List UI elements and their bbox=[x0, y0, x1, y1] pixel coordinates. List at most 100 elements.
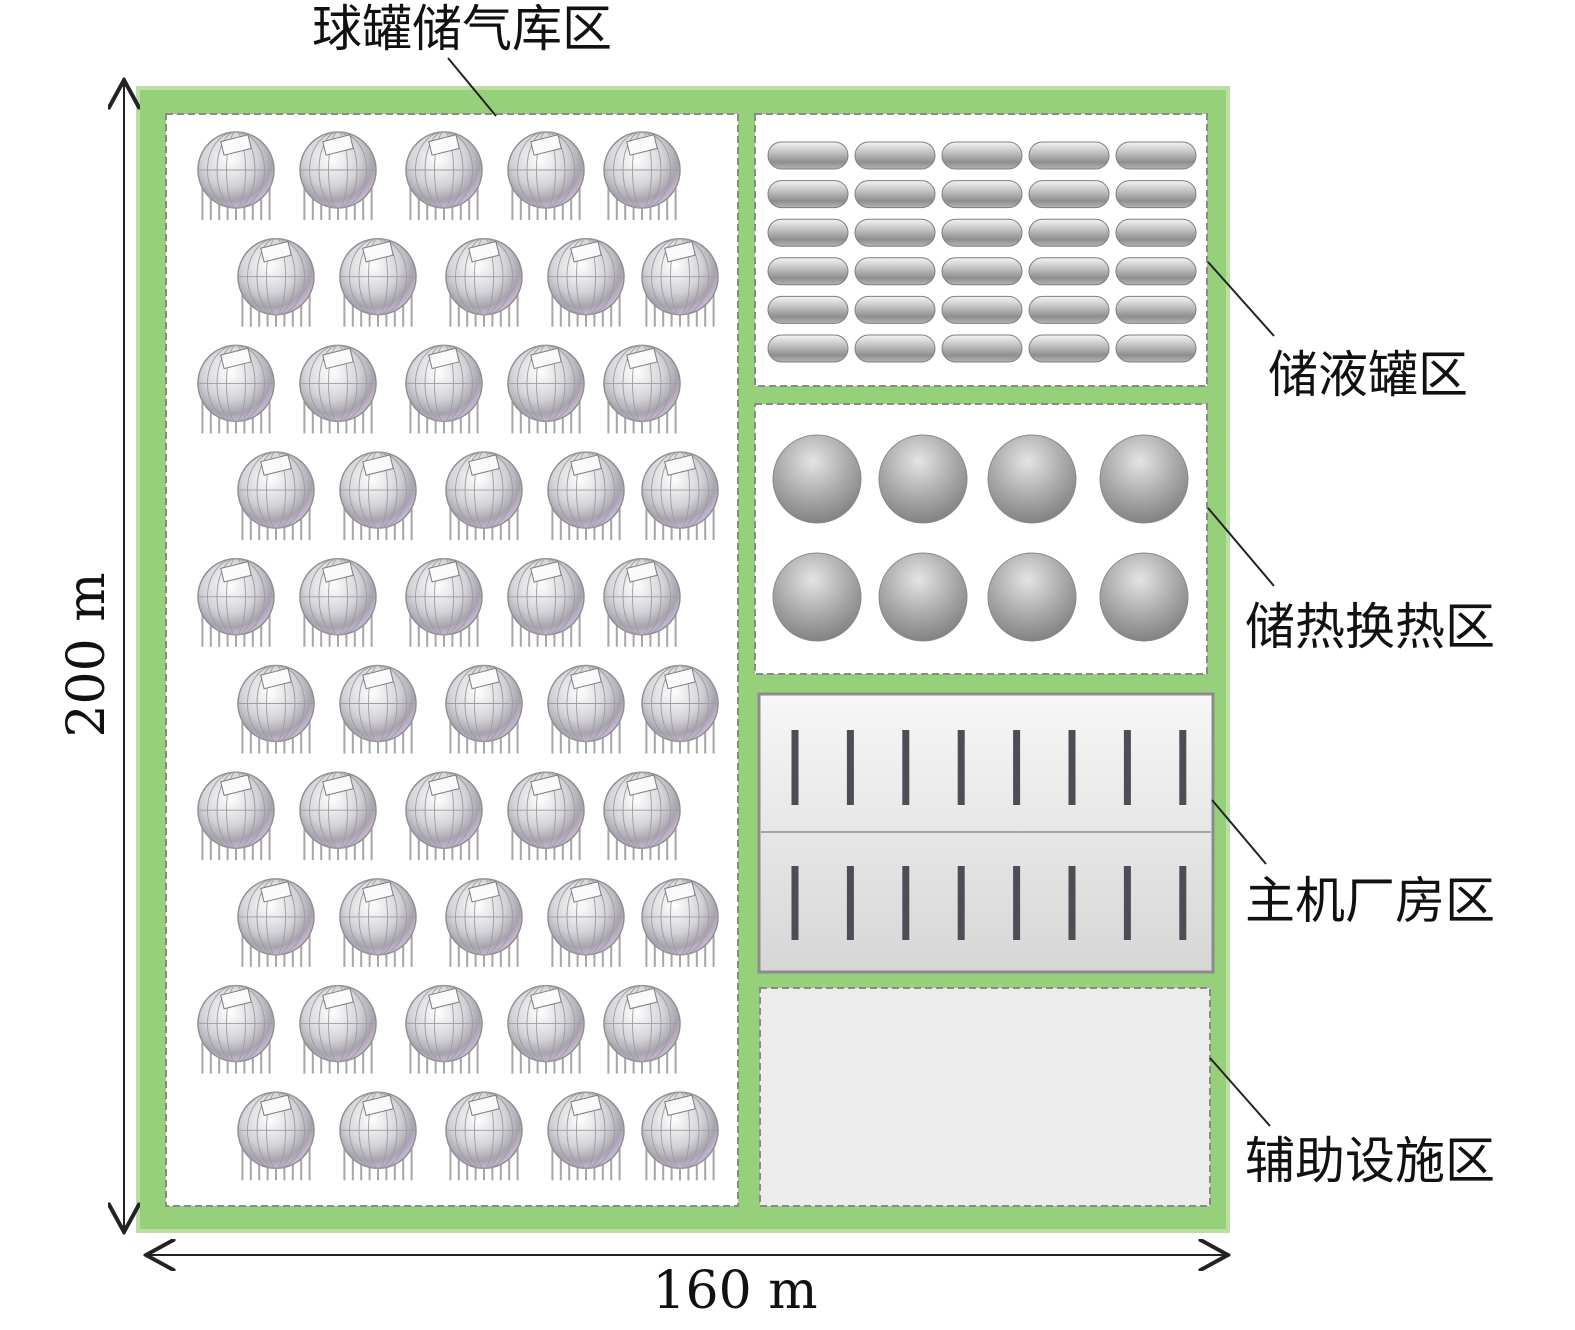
liquid-tank bbox=[1028, 334, 1110, 363]
liquid-tank bbox=[1028, 141, 1110, 170]
sphere-tank bbox=[603, 344, 681, 434]
heat-storage-tank bbox=[878, 434, 968, 524]
sphere-tank bbox=[339, 1091, 417, 1181]
heat-storage-tank bbox=[1099, 434, 1189, 524]
liquid-tank bbox=[854, 334, 936, 363]
sphere-tank bbox=[603, 771, 681, 861]
sphere-tank bbox=[299, 344, 377, 434]
liquid-tank bbox=[767, 180, 849, 209]
heat-storage-tank bbox=[878, 552, 968, 642]
liquid-tank bbox=[767, 295, 849, 324]
sphere-tank bbox=[603, 558, 681, 647]
sphere-tank bbox=[237, 451, 315, 541]
height-dimension-label: 200 m bbox=[57, 572, 117, 737]
sphere-tank bbox=[641, 1091, 719, 1181]
powerhouse-zone-label: 主机厂房区 bbox=[1245, 872, 1495, 930]
sphere-tank bbox=[641, 237, 719, 327]
liquid-tank bbox=[1115, 180, 1197, 209]
sphere-tank bbox=[339, 451, 417, 541]
liquid-tank bbox=[941, 334, 1023, 363]
liquid-tank bbox=[854, 141, 936, 170]
liquid-tank bbox=[767, 257, 849, 286]
sphere-tank bbox=[237, 664, 315, 754]
leader-line-heat-zone bbox=[1207, 507, 1275, 587]
sphere-tank bbox=[445, 237, 523, 327]
aux-zone-label: 辅助设施区 bbox=[1245, 1132, 1495, 1190]
heat-storage-tank bbox=[772, 434, 862, 524]
liquid-tank bbox=[941, 257, 1023, 286]
sphere-tank bbox=[547, 664, 625, 754]
liquid-tank bbox=[1115, 218, 1197, 247]
sphere-zone-label: 球罐储气库区 bbox=[312, 0, 612, 58]
liquid-tank bbox=[1028, 218, 1110, 247]
liquid-tank bbox=[1115, 295, 1197, 324]
sphere-tank bbox=[237, 237, 315, 327]
sphere-tank bbox=[507, 131, 585, 220]
liquid-tank bbox=[767, 218, 849, 247]
sphere-tank bbox=[197, 984, 275, 1074]
sphere-tank bbox=[197, 131, 275, 220]
sphere-tank bbox=[405, 984, 483, 1074]
sphere-tank bbox=[405, 771, 483, 861]
sphere-tank bbox=[339, 878, 417, 967]
liquid-tank bbox=[1115, 257, 1197, 286]
auxiliary-facility-zone bbox=[759, 987, 1211, 1207]
sphere-tank bbox=[445, 1091, 523, 1181]
sphere-tank bbox=[237, 878, 315, 967]
sphere-tank bbox=[445, 451, 523, 541]
leader-line-liquid-zone bbox=[1207, 261, 1275, 337]
liquid-zone-label: 储液罐区 bbox=[1268, 346, 1468, 404]
sphere-tank bbox=[507, 984, 585, 1074]
sphere-tank bbox=[405, 344, 483, 434]
liquid-tank bbox=[854, 295, 936, 324]
liquid-tank bbox=[1115, 141, 1197, 170]
liquid-tank-grid bbox=[767, 141, 1197, 363]
heat-storage-tank bbox=[987, 434, 1077, 524]
sphere-tank bbox=[547, 451, 625, 541]
liquid-tank bbox=[941, 141, 1023, 170]
liquid-tank bbox=[854, 218, 936, 247]
heat-zone-label: 储热换热区 bbox=[1245, 598, 1495, 656]
sphere-tank bbox=[405, 558, 483, 647]
sphere-tank bbox=[445, 878, 523, 967]
sphere-tank bbox=[547, 1091, 625, 1181]
liquid-tank bbox=[1028, 295, 1110, 324]
leader-line-sphere-zone bbox=[447, 57, 497, 117]
generator-unit-grid bbox=[791, 730, 1187, 940]
sphere-tank bbox=[507, 344, 585, 434]
sphere-tank bbox=[299, 558, 377, 647]
sphere-tank bbox=[405, 131, 483, 220]
sphere-tank bbox=[641, 451, 719, 541]
sphere-tank bbox=[197, 558, 275, 647]
liquid-tank bbox=[1028, 180, 1110, 209]
liquid-tank bbox=[941, 295, 1023, 324]
liquid-tank bbox=[1115, 334, 1197, 363]
sphere-tank bbox=[547, 237, 625, 327]
liquid-tank bbox=[941, 218, 1023, 247]
sphere-tank bbox=[197, 771, 275, 861]
sphere-tank bbox=[603, 984, 681, 1074]
heat-storage-tank bbox=[772, 552, 862, 642]
sphere-tank bbox=[547, 878, 625, 967]
sphere-tank bbox=[197, 344, 275, 434]
sphere-tank bbox=[641, 878, 719, 967]
sphere-tank bbox=[237, 1091, 315, 1181]
width-dimension-label: 160 m bbox=[652, 1261, 817, 1321]
sphere-tank bbox=[445, 664, 523, 754]
sphere-tank bbox=[339, 664, 417, 754]
liquid-tank bbox=[767, 141, 849, 170]
liquid-tank bbox=[767, 334, 849, 363]
sphere-tank bbox=[299, 984, 377, 1074]
sphere-tank bbox=[603, 131, 681, 220]
liquid-tank bbox=[1028, 257, 1110, 286]
leader-line-aux-zone bbox=[1209, 1057, 1271, 1127]
leader-line-powerhouse-zone bbox=[1211, 799, 1267, 865]
sphere-tank bbox=[339, 237, 417, 327]
sphere-tank bbox=[641, 664, 719, 754]
liquid-tank bbox=[854, 180, 936, 209]
heat-storage-tank bbox=[1099, 552, 1189, 642]
heat-storage-tank bbox=[987, 552, 1077, 642]
sphere-tank bbox=[507, 771, 585, 861]
sphere-tank bbox=[507, 558, 585, 647]
